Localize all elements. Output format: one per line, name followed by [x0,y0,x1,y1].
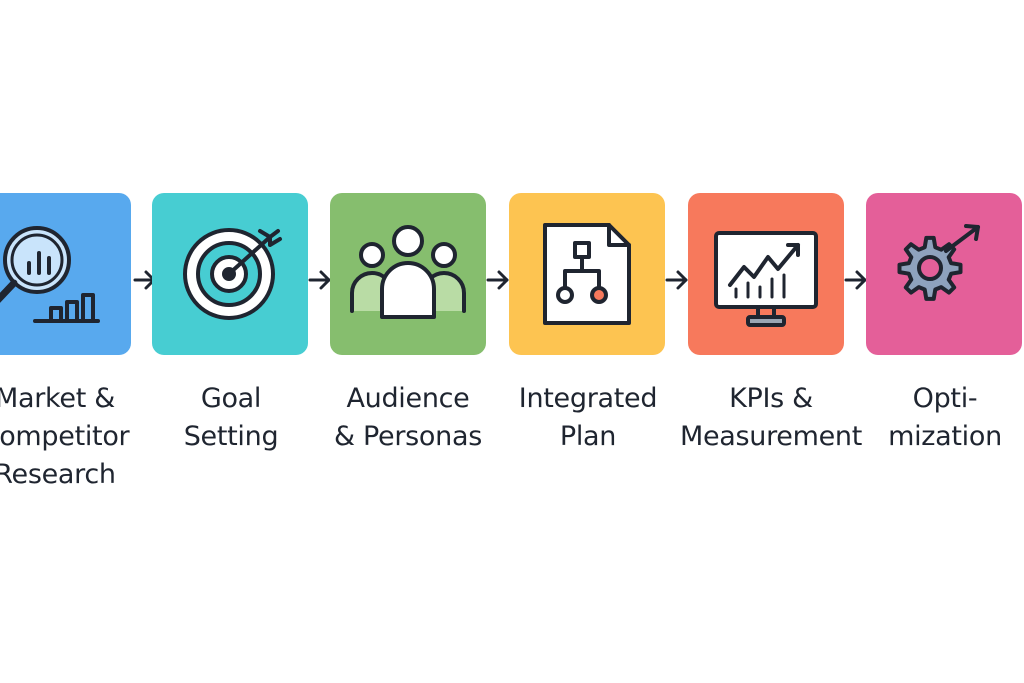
step-label-kpis: KPIs & Measurement [671,380,871,456]
step-tile-audience [330,193,486,355]
step-tile-research [0,193,131,355]
target-arrow-icon [183,228,282,320]
step-label-line: & Personas [334,421,482,452]
step-tile-goal [152,193,308,355]
monitor-trend-chart-icon [714,231,818,327]
step-label-line: Integrated [518,383,658,414]
people-group-icon [350,225,466,319]
arrow-right-icon [665,270,688,290]
step-label-research: Market & Competitor Research [0,380,155,494]
step-label-goal: Goal Setting [131,380,331,456]
step-label-plan: Integrated Plan [488,380,688,456]
arrow-right-icon [486,270,509,290]
step-label-line: Market & [0,383,116,414]
step-label-optimization: Opti- mization [845,380,1024,456]
step-label-line: Plan [559,421,617,452]
magnifier-bar-chart-icon [0,226,100,323]
step-label-line: Audience [346,383,470,414]
step-label-line: Opti- [912,383,978,414]
step-label-line: Competitor [0,421,130,452]
gear-arrow-icon [897,224,980,301]
step-label-line: mization [888,421,1002,452]
step-tile-plan [509,193,665,355]
step-tile-kpis [688,193,844,355]
step-label-line: Research [0,459,116,490]
arrow-right-icon [844,270,867,290]
step-label-line: Setting [183,421,279,452]
step-tile-optimization [866,193,1022,355]
step-label-line: KPIs & [729,383,813,414]
step-label-line: Goal [200,383,262,414]
step-label-audience: Audience & Personas [308,380,508,456]
arrow-right-icon [308,270,331,290]
document-flowchart-icon [543,223,631,325]
step-label-line: Measurement [679,421,863,452]
